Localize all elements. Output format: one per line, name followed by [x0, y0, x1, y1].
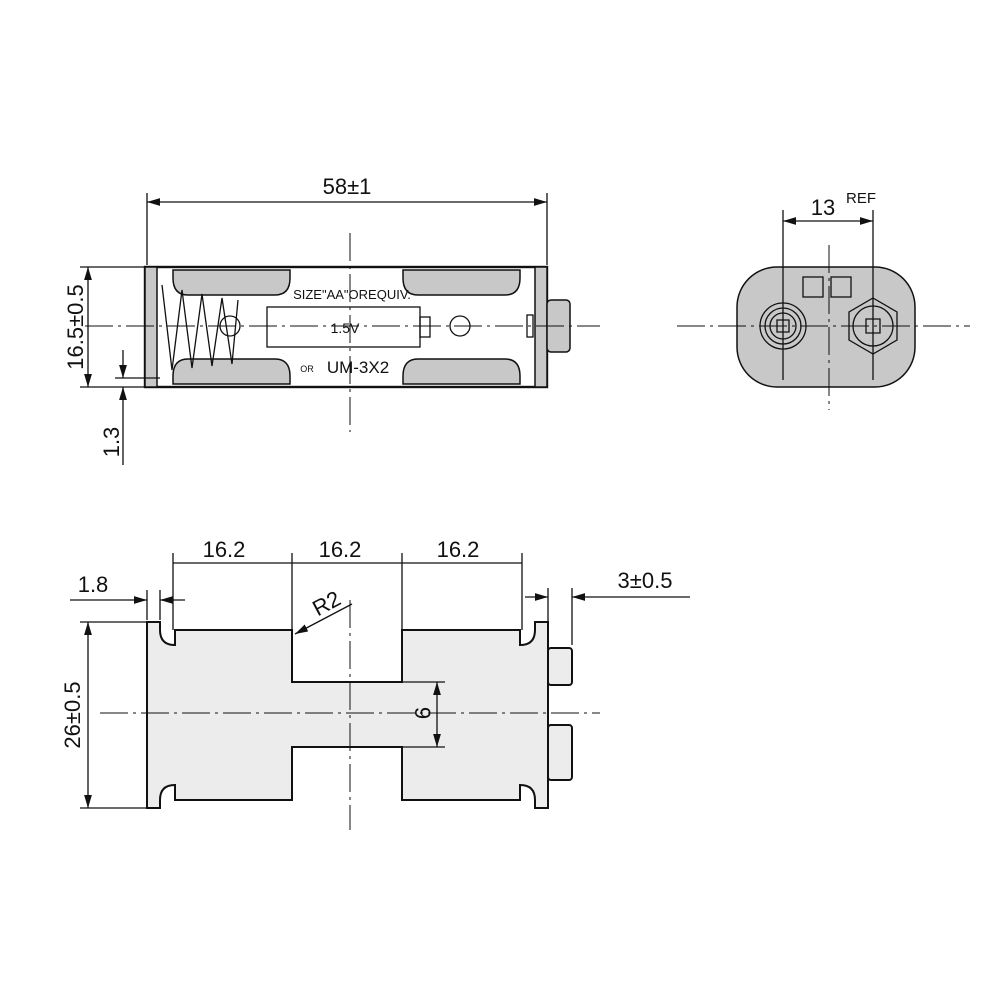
end-view: 13 REF [677, 190, 970, 410]
spacing-dimension: 13 [811, 195, 835, 220]
holder-bottom-body [146, 621, 549, 809]
size-label: SIZE"AA"OREQUIV. [293, 287, 411, 302]
pitch-dimension-3: 16.2 [437, 537, 480, 562]
ref-note: REF [846, 190, 876, 207]
voltage-label: 1.5V [331, 320, 360, 336]
length-dimension: 58±1 [323, 174, 372, 199]
um-label: UM-3X2 [327, 358, 389, 377]
slot-dimension: 9 [410, 707, 435, 719]
width-dimension: 26±0.5 [60, 681, 85, 748]
height-dimension: 16.5±0.5 [63, 284, 88, 369]
bottom-view: 16.2 16.2 16.2 1.8 3±0.5 R2 26±0.5 9 [60, 537, 690, 830]
terminal-nut-bottom [547, 724, 573, 781]
pitch-dimension-1: 16.2 [203, 537, 246, 562]
terminal-dimension: 3±0.5 [618, 568, 673, 593]
offset-dimension: 1.3 [99, 427, 124, 458]
pitch-dimension-2: 16.2 [319, 537, 362, 562]
or-label: OR [300, 364, 314, 374]
top-view: 58±1 SIZE"AA"OREQUIV. 1.5V OR UM-3X2 16.… [63, 174, 600, 465]
terminal-tab [547, 647, 573, 686]
radius-dimension: R2 [308, 586, 345, 621]
spring-icon [161, 284, 239, 371]
flange-dimension: 1.8 [78, 572, 109, 597]
